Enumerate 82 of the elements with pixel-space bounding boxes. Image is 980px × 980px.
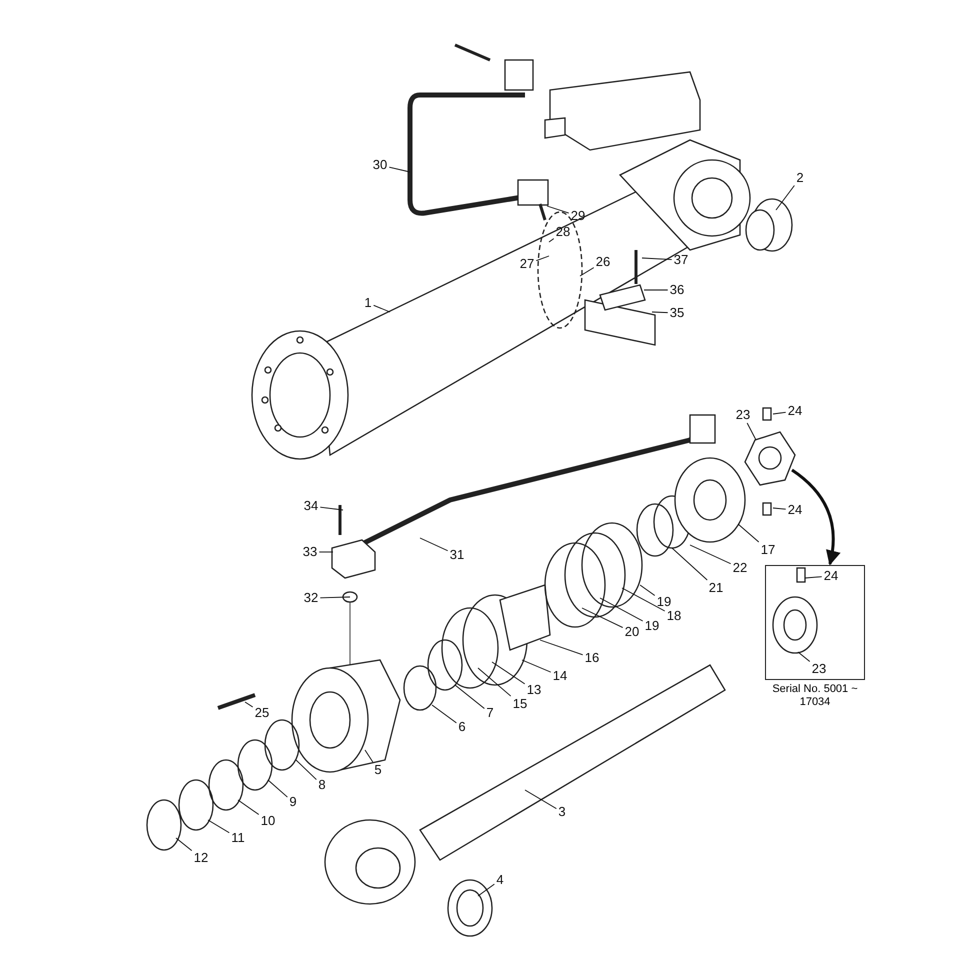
leader-line xyxy=(432,704,457,724)
arrow xyxy=(791,468,840,566)
callout-number: 9 xyxy=(289,795,297,809)
callout-number: 35 xyxy=(670,306,684,320)
leader-line xyxy=(536,256,550,262)
leader-line xyxy=(652,312,668,314)
callout-number: 22 xyxy=(732,561,748,575)
leader-line xyxy=(746,422,756,440)
callout-number: 29 xyxy=(570,209,586,223)
leader-line xyxy=(492,662,526,684)
callout-number: 8 xyxy=(318,778,326,792)
callout-number: 34 xyxy=(304,499,318,513)
callout-number: 18 xyxy=(666,609,682,623)
callout-number: 19 xyxy=(656,595,672,609)
callout-number: 24 xyxy=(788,503,802,517)
leader-line xyxy=(176,838,192,852)
leader-line xyxy=(388,166,410,172)
callout-number: 20 xyxy=(624,625,640,639)
callout-number: 32 xyxy=(304,591,318,605)
leader-line xyxy=(524,790,557,810)
leader-line xyxy=(268,780,288,798)
leader-line xyxy=(244,702,254,708)
callout-number: 37 xyxy=(674,253,688,267)
leader-line xyxy=(804,576,822,578)
callout-number: 26 xyxy=(596,255,610,269)
leader-line xyxy=(580,267,594,276)
callout-number: 13 xyxy=(526,683,542,697)
callout-number: 25 xyxy=(254,706,270,720)
callout-number: 27 xyxy=(520,257,534,271)
callout-number: 33 xyxy=(302,545,318,559)
leader-line xyxy=(548,238,554,242)
callout-number: 1 xyxy=(364,296,372,310)
callout-number: 36 xyxy=(670,283,684,297)
callout-number: 14 xyxy=(552,669,568,683)
callout-number: 11 xyxy=(231,831,245,845)
leader-line xyxy=(690,544,732,564)
callout-number: 23 xyxy=(812,662,826,676)
leader-line xyxy=(798,652,810,662)
leader-line xyxy=(296,760,317,780)
leader-line xyxy=(546,206,570,214)
callout-number: 31 xyxy=(450,548,464,562)
leader-line xyxy=(600,598,644,622)
callout-number: 24 xyxy=(788,404,802,418)
callout-number: 10 xyxy=(260,814,276,828)
leader-line xyxy=(672,548,708,580)
leader-line xyxy=(454,684,485,709)
callout-number: 7 xyxy=(486,706,494,720)
leader-line xyxy=(772,508,786,510)
leader-line xyxy=(420,538,448,552)
callout-number: 12 xyxy=(194,851,208,865)
leader-line xyxy=(320,596,350,598)
callout-number: 28 xyxy=(556,225,570,239)
leader-line xyxy=(640,584,656,596)
callout-number: 19 xyxy=(644,619,660,633)
callout-number: 4 xyxy=(496,873,504,887)
leader-line xyxy=(320,506,344,510)
callout-number: 21 xyxy=(708,581,724,595)
leader-line xyxy=(738,524,760,542)
leader-line xyxy=(522,660,552,673)
leader-line xyxy=(478,884,495,896)
leader-line xyxy=(622,588,666,612)
leader-line xyxy=(540,640,584,656)
leader-line xyxy=(582,608,624,628)
leader-line xyxy=(238,800,260,815)
callout-number: 2 xyxy=(796,171,804,185)
leader-line xyxy=(776,185,795,210)
callout-number: 5 xyxy=(374,763,382,777)
leader-line xyxy=(364,750,374,762)
leader-line xyxy=(772,412,786,414)
serial-number-note: Serial No. 5001 ~ 17034 xyxy=(771,683,859,709)
leader-line xyxy=(208,820,230,834)
leader-line xyxy=(373,304,390,312)
callout-number: 3 xyxy=(558,805,566,819)
leader-line xyxy=(478,668,512,697)
callout-number: 24 xyxy=(824,569,838,583)
callout-number: 15 xyxy=(512,697,528,711)
callout-number: 16 xyxy=(584,651,600,665)
leader-line xyxy=(642,258,672,260)
callout-number: 6 xyxy=(458,720,466,734)
callout-number: 23 xyxy=(736,408,750,422)
callout-number: 17 xyxy=(760,543,776,557)
callout-number: 30 xyxy=(372,158,388,172)
